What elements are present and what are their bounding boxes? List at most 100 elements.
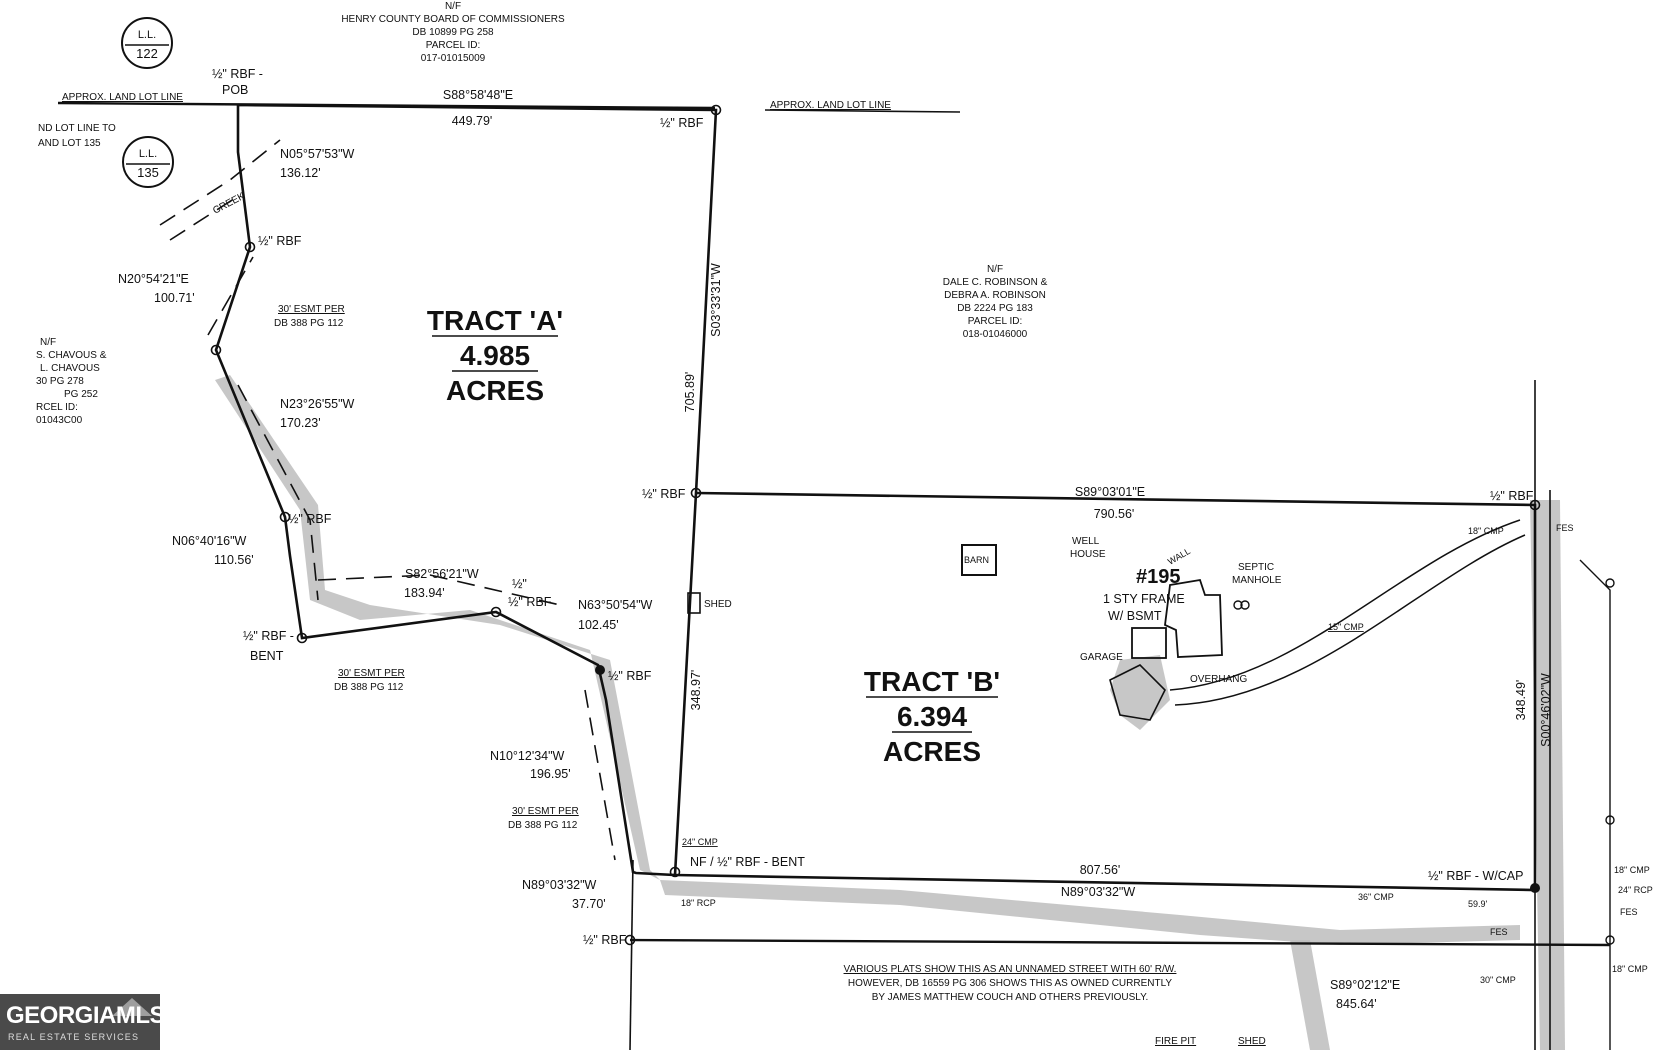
tract-a-area: 4.985 xyxy=(460,340,530,371)
house-number: #195 xyxy=(1136,566,1181,588)
svg-text:N/F: N/F xyxy=(40,337,56,348)
svg-text:348.49': 348.49' xyxy=(1514,680,1528,721)
shed-building xyxy=(687,592,701,614)
svg-text:FES: FES xyxy=(1620,907,1638,917)
land-lot-line-note-east: APPROX. LAND LOT LINE xyxy=(770,100,891,111)
svg-text:DB 10899 PG 258: DB 10899 PG 258 xyxy=(412,27,494,38)
svg-text:FES: FES xyxy=(1490,927,1508,937)
svg-text:SEPTIC: SEPTIC xyxy=(1238,562,1274,573)
svg-text:S03°33'31"W: S03°33'31"W xyxy=(709,263,723,337)
svg-text:N06°40'16"W: N06°40'16"W xyxy=(172,534,247,548)
svg-text:½" RBF: ½" RBF xyxy=(258,234,302,248)
svg-text:DALE C. ROBINSON &: DALE C. ROBINSON & xyxy=(943,277,1048,288)
svg-text:HOWEVER, DB 16559 PG 306 SHOW: HOWEVER, DB 16559 PG 306 SHOWS THIS AS O… xyxy=(848,978,1172,989)
svg-text:L. CHAVOUS: L. CHAVOUS xyxy=(40,363,100,374)
land-lot-135-prefix: L.L. xyxy=(139,148,157,160)
east-edge-line xyxy=(1579,559,1611,1050)
svg-text:PARCEL ID:: PARCEL ID: xyxy=(426,40,480,51)
svg-text:110.56': 110.56' xyxy=(214,553,254,567)
svg-text:RCEL ID:: RCEL ID: xyxy=(36,402,78,413)
north-land-lot-line-east xyxy=(764,109,961,113)
road-lines xyxy=(629,380,1611,1050)
svg-text:18" RCP: 18" RCP xyxy=(681,898,716,908)
svg-text:DB 2224 PG 183: DB 2224 PG 183 xyxy=(957,303,1033,314)
svg-text:36" CMP: 36" CMP xyxy=(1358,892,1394,902)
svg-text:790.56': 790.56' xyxy=(1094,507,1135,521)
svg-text:136.12': 136.12' xyxy=(280,166,321,180)
easement-dashes xyxy=(159,139,616,861)
svg-text:N23°26'55"W: N23°26'55"W xyxy=(280,397,355,411)
svg-text:102.45': 102.45' xyxy=(578,618,619,632)
garage-building xyxy=(1131,627,1167,659)
svg-text:449.79': 449.79' xyxy=(452,114,493,128)
svg-text:½" RBF: ½" RBF xyxy=(1490,489,1534,503)
svg-text:170.23': 170.23' xyxy=(280,416,321,430)
svg-text:DB 388 PG 112: DB 388 PG 112 xyxy=(274,318,344,329)
svg-text:N/F: N/F xyxy=(987,264,1003,275)
west-owner-block: N/F S. CHAVOUS & L. CHAVOUS 30 PG 278 PG… xyxy=(36,337,107,426)
creek-label: CREEK xyxy=(211,191,247,217)
svg-text:BENT: BENT xyxy=(250,649,284,663)
watermark-name: GEORGIAMLS xyxy=(6,1002,166,1029)
svg-text:18" CMP: 18" CMP xyxy=(1468,526,1504,536)
svg-text:15" CMP: 15" CMP xyxy=(1328,622,1364,632)
svg-text:PG 252: PG 252 xyxy=(64,389,98,400)
svg-text:100.71': 100.71' xyxy=(154,291,195,305)
svg-text:N63°50'54"W: N63°50'54"W xyxy=(578,598,653,612)
house-roof-icon xyxy=(112,998,152,1016)
svg-text:GARAGE: GARAGE xyxy=(1080,652,1123,663)
svg-text:N10°12'34"W: N10°12'34"W xyxy=(490,749,565,763)
svg-text:018-01046000: 018-01046000 xyxy=(963,329,1028,340)
deck-outline xyxy=(1109,664,1166,721)
svg-text:½" RBF: ½" RBF xyxy=(583,933,627,947)
svg-text:½" RBF: ½" RBF xyxy=(288,512,332,526)
barn-building xyxy=(961,544,997,576)
north-owner-block: N/F HENRY COUNTY BOARD OF COMMISSIONERS … xyxy=(341,1,565,64)
svg-text:NF / ½" RBF - BENT: NF / ½" RBF - BENT xyxy=(690,855,805,869)
svg-text:18" CMP: 18" CMP xyxy=(1612,964,1648,974)
house-building xyxy=(1164,578,1223,658)
tract-b-label: TRACT 'B' 6.394 ACRES xyxy=(864,666,1000,767)
svg-text:30" CMP: 30" CMP xyxy=(1480,975,1516,985)
svg-text:WALL: WALL xyxy=(1166,546,1192,567)
georgiamls-watermark: GEORGIAMLS REAL ESTATE SERVICES xyxy=(0,994,166,1050)
svg-text:N89°03'32"W: N89°03'32"W xyxy=(522,878,597,892)
tract-b-area: 6.394 xyxy=(897,701,967,732)
svg-text:59.9': 59.9' xyxy=(1468,899,1488,909)
svg-text:½" RBF: ½" RBF xyxy=(608,669,652,683)
tract-a-label: TRACT 'A' 4.985 ACRES xyxy=(427,305,563,406)
svg-text:30' ESMT PER: 30' ESMT PER xyxy=(278,304,345,315)
svg-text:N05°57'53"W: N05°57'53"W xyxy=(280,147,355,161)
svg-text:PARCEL ID:: PARCEL ID: xyxy=(968,316,1022,327)
svg-text:½" RBF - W/CAP: ½" RBF - W/CAP xyxy=(1428,869,1523,883)
svg-text:OVERHANG: OVERHANG xyxy=(1190,674,1247,685)
svg-text:FES: FES xyxy=(1556,523,1574,533)
svg-text:01043C00: 01043C00 xyxy=(36,415,83,426)
svg-text:S. CHAVOUS &: S. CHAVOUS & xyxy=(36,350,107,361)
svg-text:HOUSE: HOUSE xyxy=(1070,549,1106,560)
svg-text:BY JAMES MATTHEW COUCH AND OTH: BY JAMES MATTHEW COUCH AND OTHERS PREVIO… xyxy=(872,992,1149,1003)
svg-text:S89°02'12"E: S89°02'12"E xyxy=(1330,978,1400,992)
svg-text:½" RBF: ½" RBF xyxy=(642,487,686,501)
street-note: VARIOUS PLATS SHOW THIS AS AN UNNAMED ST… xyxy=(844,964,1177,1003)
svg-text:N20°54'21"E: N20°54'21"E xyxy=(118,272,189,286)
svg-text:S88°58'48"E: S88°58'48"E xyxy=(443,88,513,102)
tract-a-name: TRACT 'A' xyxy=(427,305,563,336)
svg-text:30' ESMT PER: 30' ESMT PER xyxy=(512,806,579,817)
svg-text:SHED: SHED xyxy=(704,599,732,610)
svg-text:24" RCP: 24" RCP xyxy=(1618,885,1653,895)
land-lot-122: 122 xyxy=(136,46,158,61)
svg-text:DB 388 PG 112: DB 388 PG 112 xyxy=(334,682,404,693)
tract-a-boundary xyxy=(214,103,718,877)
svg-text:½" RBF -: ½" RBF - xyxy=(212,67,263,81)
tract-b-name: TRACT 'B' xyxy=(864,666,1000,697)
svg-text:DEBRA A. ROBINSON: DEBRA A. ROBINSON xyxy=(944,290,1046,301)
svg-text:W/ BSMT: W/ BSMT xyxy=(1108,609,1162,623)
svg-text:196.95': 196.95' xyxy=(530,767,571,781)
svg-text:POB: POB xyxy=(222,83,248,97)
land-lot-line-note-west: APPROX. LAND LOT LINE xyxy=(62,92,183,103)
svg-text:½" RBF: ½" RBF xyxy=(660,116,704,130)
svg-text:½": ½" xyxy=(512,577,527,591)
